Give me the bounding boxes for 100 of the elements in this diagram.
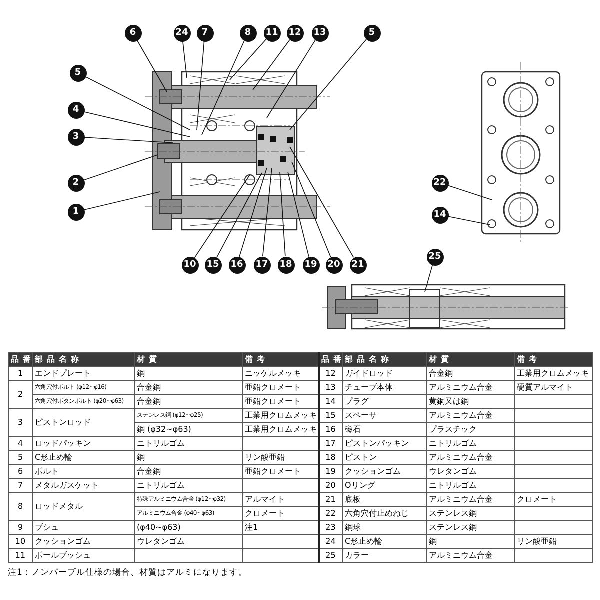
table-cell: ロッドパッキン — [32, 436, 134, 450]
table-cell: 5 — [8, 450, 32, 464]
table-cell: ニトリルゴム — [134, 436, 242, 450]
leader-line — [424, 264, 434, 292]
table-cell: ボールブッシュ — [32, 548, 134, 562]
table-cell: 6 — [8, 464, 32, 478]
table-cell: 7 — [8, 478, 32, 492]
table-cell: 合金鋼 — [134, 464, 242, 478]
table-cell: 黄銅又は鋼 — [426, 394, 514, 408]
leader-line — [280, 172, 286, 257]
callout-number: 5 — [70, 64, 86, 82]
table-cell: 9 — [8, 520, 32, 534]
callout-number: 13 — [312, 24, 328, 42]
table-cell: ステンレス鋼 — [426, 506, 514, 520]
header-cell: 部品名称 — [32, 352, 134, 366]
table-cell: 15 — [318, 408, 342, 422]
table-cell: 磁石 — [342, 422, 426, 436]
callout-number: 5 — [364, 24, 380, 42]
table-cell: ガイドロッド — [342, 366, 426, 380]
table-cell: C形止め輪 — [32, 450, 134, 464]
callout-number: 6 — [124, 24, 142, 42]
table-cell: 工業用クロムメッキ — [514, 366, 592, 380]
table-cell: 注1 — [242, 520, 318, 534]
table-cell: プラスチック — [426, 422, 514, 436]
table-cell: 合金鋼 — [134, 394, 242, 408]
callout-number: 25 — [426, 248, 444, 266]
table-cell: 12 — [318, 366, 342, 380]
table-cell: 亜鉛クロメート — [242, 380, 318, 394]
callout-number: 21 — [350, 256, 366, 274]
callout-number: 12 — [286, 24, 304, 42]
leader-line — [84, 154, 158, 181]
leader-line — [84, 112, 190, 138]
table-cell: 合金鋼 — [134, 380, 242, 394]
header-cell: 備考 — [242, 352, 318, 366]
leader-line — [292, 162, 332, 258]
table-cell: ブシュ — [32, 520, 134, 534]
leader-line — [288, 172, 310, 258]
table-cell: ピストン — [342, 450, 426, 464]
table-cell: 鋼 — [134, 450, 242, 464]
table-cell: ピストンパッキン — [342, 436, 426, 450]
leader-line — [202, 40, 245, 136]
table-cell: アルミニウム合金 — [426, 408, 514, 422]
leader-line — [182, 41, 188, 78]
table-cell: アルミニウム合金 — [426, 548, 514, 562]
leader-line — [252, 39, 290, 90]
table-cell: 20 — [318, 478, 342, 492]
table-cell: 亜鉛クロメート — [242, 464, 318, 478]
table-cell: ロッドメタル — [32, 492, 134, 520]
table-cell: エンドプレート — [32, 366, 134, 380]
callout-number: 4 — [68, 102, 84, 118]
table-cell: 底板 — [342, 492, 426, 506]
table-cell: 合金鋼 — [426, 366, 514, 380]
callout-number: 20 — [326, 256, 342, 274]
table-cell: 鋼球 — [342, 520, 426, 534]
table-cell: 11 — [8, 548, 32, 562]
table-cell: 18 — [318, 450, 342, 464]
table-cell: 3 — [8, 408, 32, 436]
callout-number: 19 — [302, 256, 320, 274]
leader-line — [85, 76, 190, 130]
table-cell: 六角穴付止めねじ — [342, 506, 426, 520]
callout-number: 7 — [196, 24, 214, 42]
table-cell: クッションゴム — [32, 534, 134, 548]
table-cell: ステンレス鋼 — [426, 520, 514, 534]
callout-number: 18 — [278, 256, 294, 274]
table-cell: ニトリルゴム — [134, 478, 242, 492]
table-cell: 24 — [318, 534, 342, 548]
footnote: 注1：ノンパーブル仕様の場合、材質はアルミになります。 — [8, 567, 248, 579]
header-cell: 材質 — [134, 352, 242, 366]
table-cell: 25 — [318, 548, 342, 562]
table-cell: リン酸亜鉛 — [514, 534, 592, 548]
header-cell: 部品名称 — [342, 352, 426, 366]
leader-line — [196, 41, 205, 130]
callout-number: 15 — [204, 256, 222, 274]
table-cell: 工業用クロムメッキ — [242, 408, 318, 422]
callout-number: 24 — [174, 24, 190, 42]
table-cell: カラー — [342, 548, 426, 562]
table-cell: チューブ本体 — [342, 380, 426, 394]
callout-number: 1 — [68, 204, 84, 220]
table-cell: 10 — [8, 534, 32, 548]
table-cell: ピストンロッド — [32, 408, 134, 436]
table-cell: 工業用クロムメッキ — [242, 422, 318, 436]
table-cell: 2 — [8, 380, 32, 408]
leader-line — [266, 40, 316, 118]
table-cell: 鋼 (φ32~φ63) — [134, 422, 242, 436]
table-cell: 1 — [8, 366, 32, 380]
callout-number: 8 — [240, 24, 256, 42]
leader-line — [239, 168, 268, 258]
leader-line — [262, 168, 272, 257]
table-cell: メタルガスケット — [32, 478, 134, 492]
callout-number: 17 — [254, 256, 270, 274]
header-cell: 材質 — [426, 352, 514, 366]
table-cell: ウレタンゴム — [134, 534, 242, 548]
table-cell: スペーサ — [342, 408, 426, 422]
table-cell: ニトリルゴム — [426, 478, 514, 492]
table-cell: クッションゴム — [342, 464, 426, 478]
table-cell: 16 — [318, 422, 342, 436]
table-cell: アルミニウム合金 — [426, 380, 514, 394]
leader-line — [290, 39, 367, 130]
leader-line — [216, 172, 262, 258]
table-cell: 22 — [318, 506, 342, 520]
